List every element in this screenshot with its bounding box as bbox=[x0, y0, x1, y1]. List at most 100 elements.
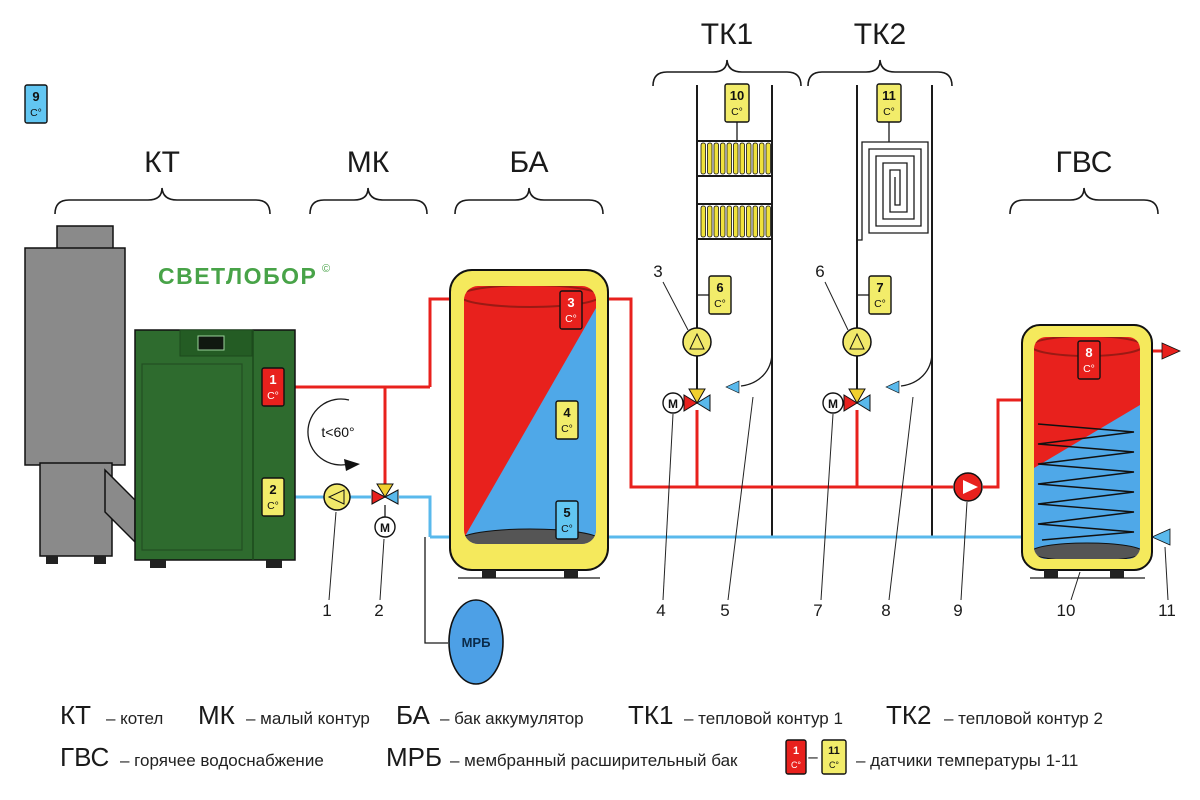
valve-tk2 bbox=[843, 388, 871, 412]
sensor-11-value: 11 bbox=[882, 88, 896, 103]
legend-desc-sensors: – датчики температуры 1-11 bbox=[856, 751, 1078, 770]
section-label-kt: КТ bbox=[144, 146, 180, 179]
sensor-2: 2 С° bbox=[261, 477, 285, 517]
section-label-ba: БА bbox=[509, 146, 548, 179]
circuit-pipes bbox=[424, 85, 933, 644]
callout-10: 10 bbox=[1057, 601, 1076, 620]
sensor-5: 5 С° bbox=[555, 500, 579, 540]
pump-dhw bbox=[953, 472, 983, 502]
legend-sensor-dash: – bbox=[808, 747, 818, 766]
sensor-7-unit: С° bbox=[874, 298, 886, 310]
sensor-11: 11 С° bbox=[876, 83, 902, 123]
sensor-6-unit: С° bbox=[714, 298, 726, 310]
callout-1: 1 bbox=[322, 601, 331, 620]
svg-text:1: 1 bbox=[793, 745, 799, 757]
svg-text:11: 11 bbox=[828, 745, 840, 757]
legend: КТ – котел МК – малый контур БА – бак ак… bbox=[60, 700, 1103, 775]
motor-mk: М bbox=[374, 505, 396, 538]
legend-desc-mrb: – мембранный расширительный бак bbox=[450, 751, 738, 770]
sensor-3-unit: С° bbox=[565, 313, 577, 325]
boiler-display bbox=[197, 335, 225, 351]
sensor-8-unit: С° bbox=[1083, 363, 1095, 375]
pump-tk1 bbox=[682, 327, 712, 357]
sensor-9-unit: С° bbox=[30, 107, 42, 119]
sensor-8-value: 8 bbox=[1085, 345, 1092, 360]
motor-tk2: М bbox=[822, 392, 844, 414]
svg-text:С°: С° bbox=[791, 760, 801, 770]
sensor-4-unit: С° bbox=[561, 423, 573, 435]
brace-tk1 bbox=[652, 59, 802, 87]
section-label-tk1: ТК1 bbox=[701, 18, 754, 51]
dhw-outlet-arrow bbox=[1161, 342, 1181, 360]
ba-cold-layer bbox=[464, 308, 596, 544]
heat-exchanger-coil bbox=[1037, 423, 1135, 541]
brace-mk bbox=[309, 187, 428, 215]
pump-mk bbox=[323, 483, 351, 511]
callout-11: 11 bbox=[1158, 601, 1176, 620]
brace-tk2 bbox=[807, 59, 953, 87]
callout-4: 4 bbox=[656, 601, 665, 620]
sensor-10-unit: С° bbox=[731, 106, 743, 118]
sensor-4-value: 4 bbox=[563, 405, 571, 420]
mixing-line-tk1 bbox=[740, 351, 773, 387]
sensor-6-value: 6 bbox=[716, 280, 723, 295]
sensor-4: 4 С° bbox=[555, 400, 579, 440]
callout-7: 7 bbox=[813, 601, 822, 620]
sensor-7: 7 С° bbox=[868, 275, 892, 315]
boiler-door bbox=[141, 363, 243, 551]
sensor-3-value: 3 bbox=[567, 295, 574, 310]
sensor-3: 3 С° bbox=[559, 290, 583, 330]
expansion-tank-pipe bbox=[424, 537, 448, 644]
legend-abbr-tk2: ТК2 bbox=[886, 700, 932, 730]
svg-text:С°: С° bbox=[829, 760, 839, 770]
legend-desc-ba: – бак аккумулятор bbox=[440, 709, 584, 728]
section-braces: КТ МК БА ТК1 ТК2 ГВС bbox=[54, 18, 1159, 215]
temp-limit-note: t<60° bbox=[307, 398, 360, 471]
radiator-group-2 bbox=[700, 205, 771, 238]
valve-tk1 bbox=[683, 388, 711, 412]
floor-heating-spiral bbox=[857, 141, 929, 241]
hopper-base bbox=[39, 462, 113, 557]
sensor-10: 10 С° bbox=[724, 83, 750, 123]
callout-5: 5 bbox=[720, 601, 729, 620]
callout-3: 3 bbox=[653, 262, 662, 281]
sensor-1-unit: С° bbox=[267, 390, 279, 402]
legend-abbr-gvs: ГВС bbox=[60, 742, 109, 772]
legend-desc-tk2: – тепловой контур 2 bbox=[944, 709, 1103, 728]
callout-6: 6 bbox=[815, 262, 824, 281]
callout-9: 9 bbox=[953, 601, 962, 620]
radiator-group-1 bbox=[700, 142, 771, 175]
sensor-8: 8 С° bbox=[1077, 340, 1101, 380]
brace-ba bbox=[454, 187, 604, 215]
valve-mk bbox=[371, 483, 399, 505]
sensor-1: 1 С° bbox=[261, 367, 285, 407]
sensor-7-value: 7 bbox=[876, 280, 883, 295]
gvs-tank-bottom bbox=[1034, 542, 1140, 559]
legend-abbr-mrb: МРБ bbox=[386, 742, 442, 772]
legend-desc-tk1: – тепловой контур 1 bbox=[684, 709, 843, 728]
sensor-5-value: 5 bbox=[563, 505, 570, 520]
sensor-6: 6 С° bbox=[708, 275, 732, 315]
cold-water-inlet-arrow bbox=[1151, 528, 1171, 546]
fuel-hopper bbox=[24, 247, 126, 466]
brace-kt bbox=[54, 187, 271, 215]
sensor-1-value: 1 bbox=[269, 372, 276, 387]
section-label-mk: МК bbox=[347, 146, 390, 179]
section-label-gvs: ГВС bbox=[1056, 146, 1113, 179]
sensor-9-value: 9 bbox=[32, 89, 39, 104]
section-label-tk2: ТК2 bbox=[854, 18, 907, 51]
legend-desc-kt: – котел bbox=[106, 709, 163, 728]
legend-abbr-kt: КТ bbox=[60, 700, 91, 730]
legend-abbr-ba: БА bbox=[396, 700, 430, 730]
sensor-9: 9 С° bbox=[24, 84, 48, 124]
sensor-2-unit: С° bbox=[267, 500, 279, 512]
brace-gvs bbox=[1009, 187, 1159, 215]
expansion-tank-mrb: МРБ bbox=[448, 599, 504, 685]
callout-2: 2 bbox=[374, 601, 383, 620]
hot-supply-pipes bbox=[284, 297, 1181, 489]
callouts: 1 2 3 4 5 6 7 8 9 10 11 bbox=[322, 262, 1176, 620]
legend-abbr-mk: МК bbox=[198, 700, 235, 730]
sensor-2-value: 2 bbox=[269, 482, 276, 497]
brand-copyright-mark: © bbox=[322, 263, 330, 275]
